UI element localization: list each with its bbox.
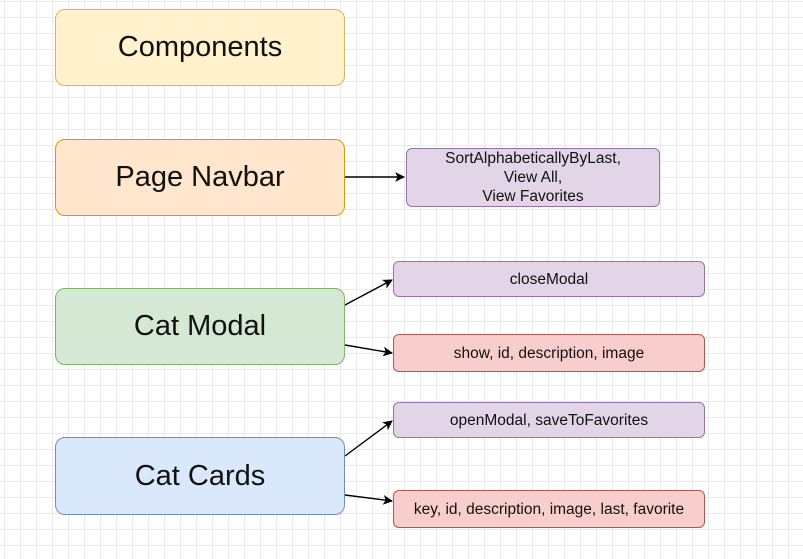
- navbar-props-node[interactable]: SortAlphabeticallyByLast, View All, View…: [406, 148, 660, 207]
- cards-props-node[interactable]: key, id, description, image, last, favor…: [393, 490, 705, 528]
- arrow-modal-to-props: [344, 344, 393, 357]
- components-node[interactable]: Components: [55, 9, 345, 86]
- arrow-modal-to-close: [344, 279, 393, 306]
- page-navbar-label: Page Navbar: [115, 161, 285, 193]
- navbar-prop-sort: SortAlphabeticallyByLast,: [445, 150, 621, 167]
- close-modal-label: closeModal: [509, 270, 589, 288]
- cat-modal-node[interactable]: Cat Modal: [55, 288, 345, 365]
- cat-modal-label: Cat Modal: [133, 310, 267, 342]
- navbar-prop-view-all: View All,: [503, 169, 563, 186]
- cards-props-label: key, id, description, image, last, favor…: [413, 500, 685, 518]
- close-modal-node[interactable]: closeModal: [393, 261, 705, 297]
- navbar-prop-view-favorites: View Favorites: [482, 188, 584, 205]
- cat-cards-label: Cat Cards: [134, 459, 266, 492]
- cards-functions-label: openModal, saveToFavorites: [449, 411, 649, 429]
- cat-cards-node[interactable]: Cat Cards: [55, 437, 345, 515]
- components-label: Components: [117, 31, 283, 63]
- page-navbar-node[interactable]: Page Navbar: [55, 139, 345, 216]
- arrow-cards-to-functions: [344, 420, 393, 457]
- modal-props-label: show, id, description, image: [453, 344, 645, 362]
- modal-props-node[interactable]: show, id, description, image: [393, 334, 705, 372]
- arrow-cards-to-props: [344, 494, 393, 505]
- cards-functions-node[interactable]: openModal, saveToFavorites: [393, 402, 705, 438]
